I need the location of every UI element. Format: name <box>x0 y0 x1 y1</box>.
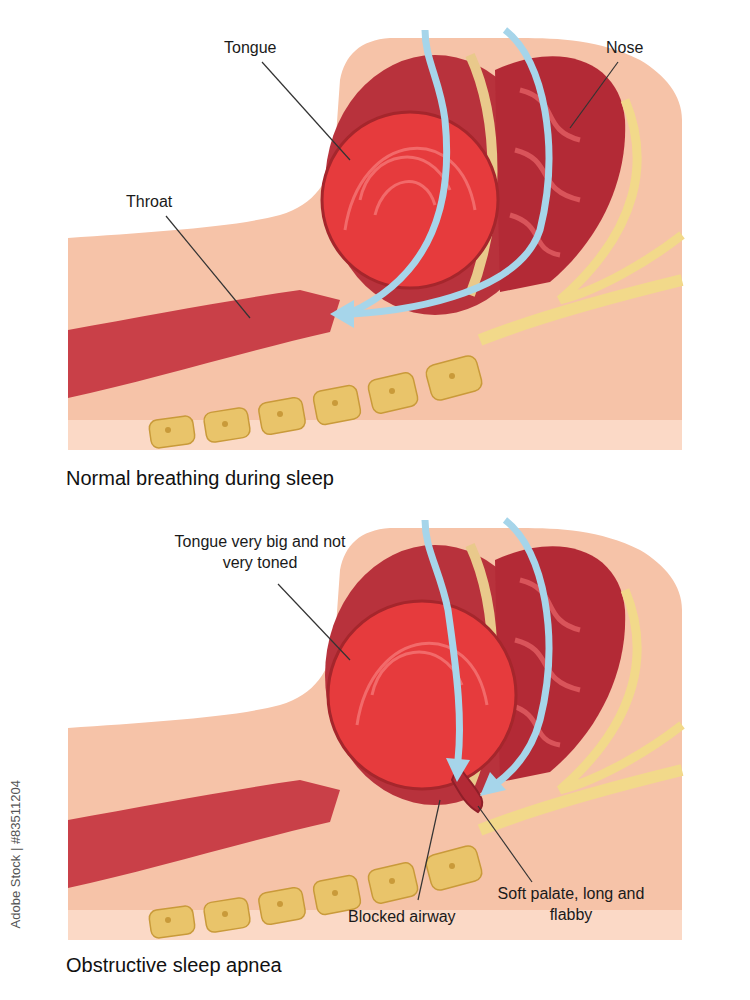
panel-caption: Obstructive sleep apnea <box>66 952 282 978</box>
watermark: Adobe Stock | #83511204 <box>8 780 25 928</box>
panel-caption: Normal breathing during sleep <box>66 465 334 491</box>
part-label: Nose <box>606 38 643 59</box>
part-label: Tongue <box>224 38 277 59</box>
part-label: Tongue very big and not very toned <box>172 532 348 574</box>
part-label: Throat <box>126 192 172 213</box>
part-label: Blocked airway <box>348 907 456 928</box>
part-label: Soft palate, long and flabby <box>496 884 646 926</box>
